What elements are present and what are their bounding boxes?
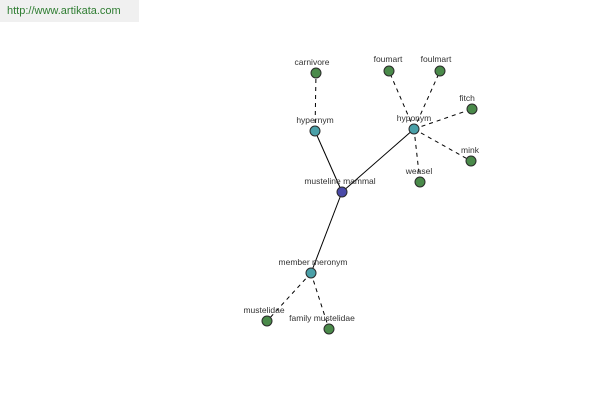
label-mink: mink bbox=[461, 145, 480, 155]
edge-center-hyponym bbox=[341, 128, 415, 193]
edge-hyponym-fitch bbox=[413, 108, 473, 130]
node-hyponym[interactable] bbox=[408, 123, 420, 135]
node-fitch[interactable] bbox=[466, 103, 478, 115]
edge-hyponym-mink bbox=[413, 128, 472, 162]
site-url-text[interactable]: http://www.artikata.com bbox=[7, 5, 121, 17]
edge-hyponym-foulmart bbox=[413, 70, 441, 130]
label-weasel: weasel bbox=[405, 166, 433, 176]
node-carnivore[interactable] bbox=[310, 67, 322, 79]
node-mustelidae[interactable] bbox=[261, 315, 273, 327]
edge-hyponym-foumart bbox=[388, 70, 415, 130]
edge-hypernym-carnivore bbox=[314, 72, 317, 132]
edge-center-hypernym bbox=[314, 130, 343, 193]
label-fitch: fitch bbox=[459, 93, 475, 103]
graph-nodes bbox=[261, 65, 478, 335]
node-center[interactable] bbox=[336, 186, 348, 198]
node-member-meronym[interactable] bbox=[305, 267, 317, 279]
node-foulmart[interactable] bbox=[434, 65, 446, 77]
label-foulmart: foulmart bbox=[421, 54, 452, 64]
label-family-mustelidae: family mustelidae bbox=[289, 313, 355, 323]
node-foumart[interactable] bbox=[383, 65, 395, 77]
label-carnivore: carnivore bbox=[295, 57, 330, 67]
label-center: musteline mammal bbox=[304, 176, 375, 186]
label-hypernym: hypernym bbox=[296, 115, 333, 125]
edge-center-member-meronym bbox=[310, 191, 343, 274]
edge-meronym-mustelidae bbox=[266, 272, 312, 322]
edge-meronym-family-mustelidae bbox=[310, 272, 330, 330]
label-member-meronym: member meronym bbox=[279, 257, 348, 267]
node-mink[interactable] bbox=[465, 155, 477, 167]
url-banner: http://www.artikata.com bbox=[0, 0, 139, 22]
graph-edges bbox=[266, 70, 473, 330]
label-mustelidae: mustelidae bbox=[243, 305, 284, 315]
edge-hyponym-weasel bbox=[413, 128, 421, 183]
label-hyponym: hyponym bbox=[397, 113, 432, 123]
node-hypernym[interactable] bbox=[309, 125, 321, 137]
node-family-mustelidae[interactable] bbox=[323, 323, 335, 335]
graph-labels: musteline mammal hypernym hyponym member… bbox=[243, 54, 479, 323]
node-weasel[interactable] bbox=[414, 176, 426, 188]
label-foumart: foumart bbox=[374, 54, 403, 64]
